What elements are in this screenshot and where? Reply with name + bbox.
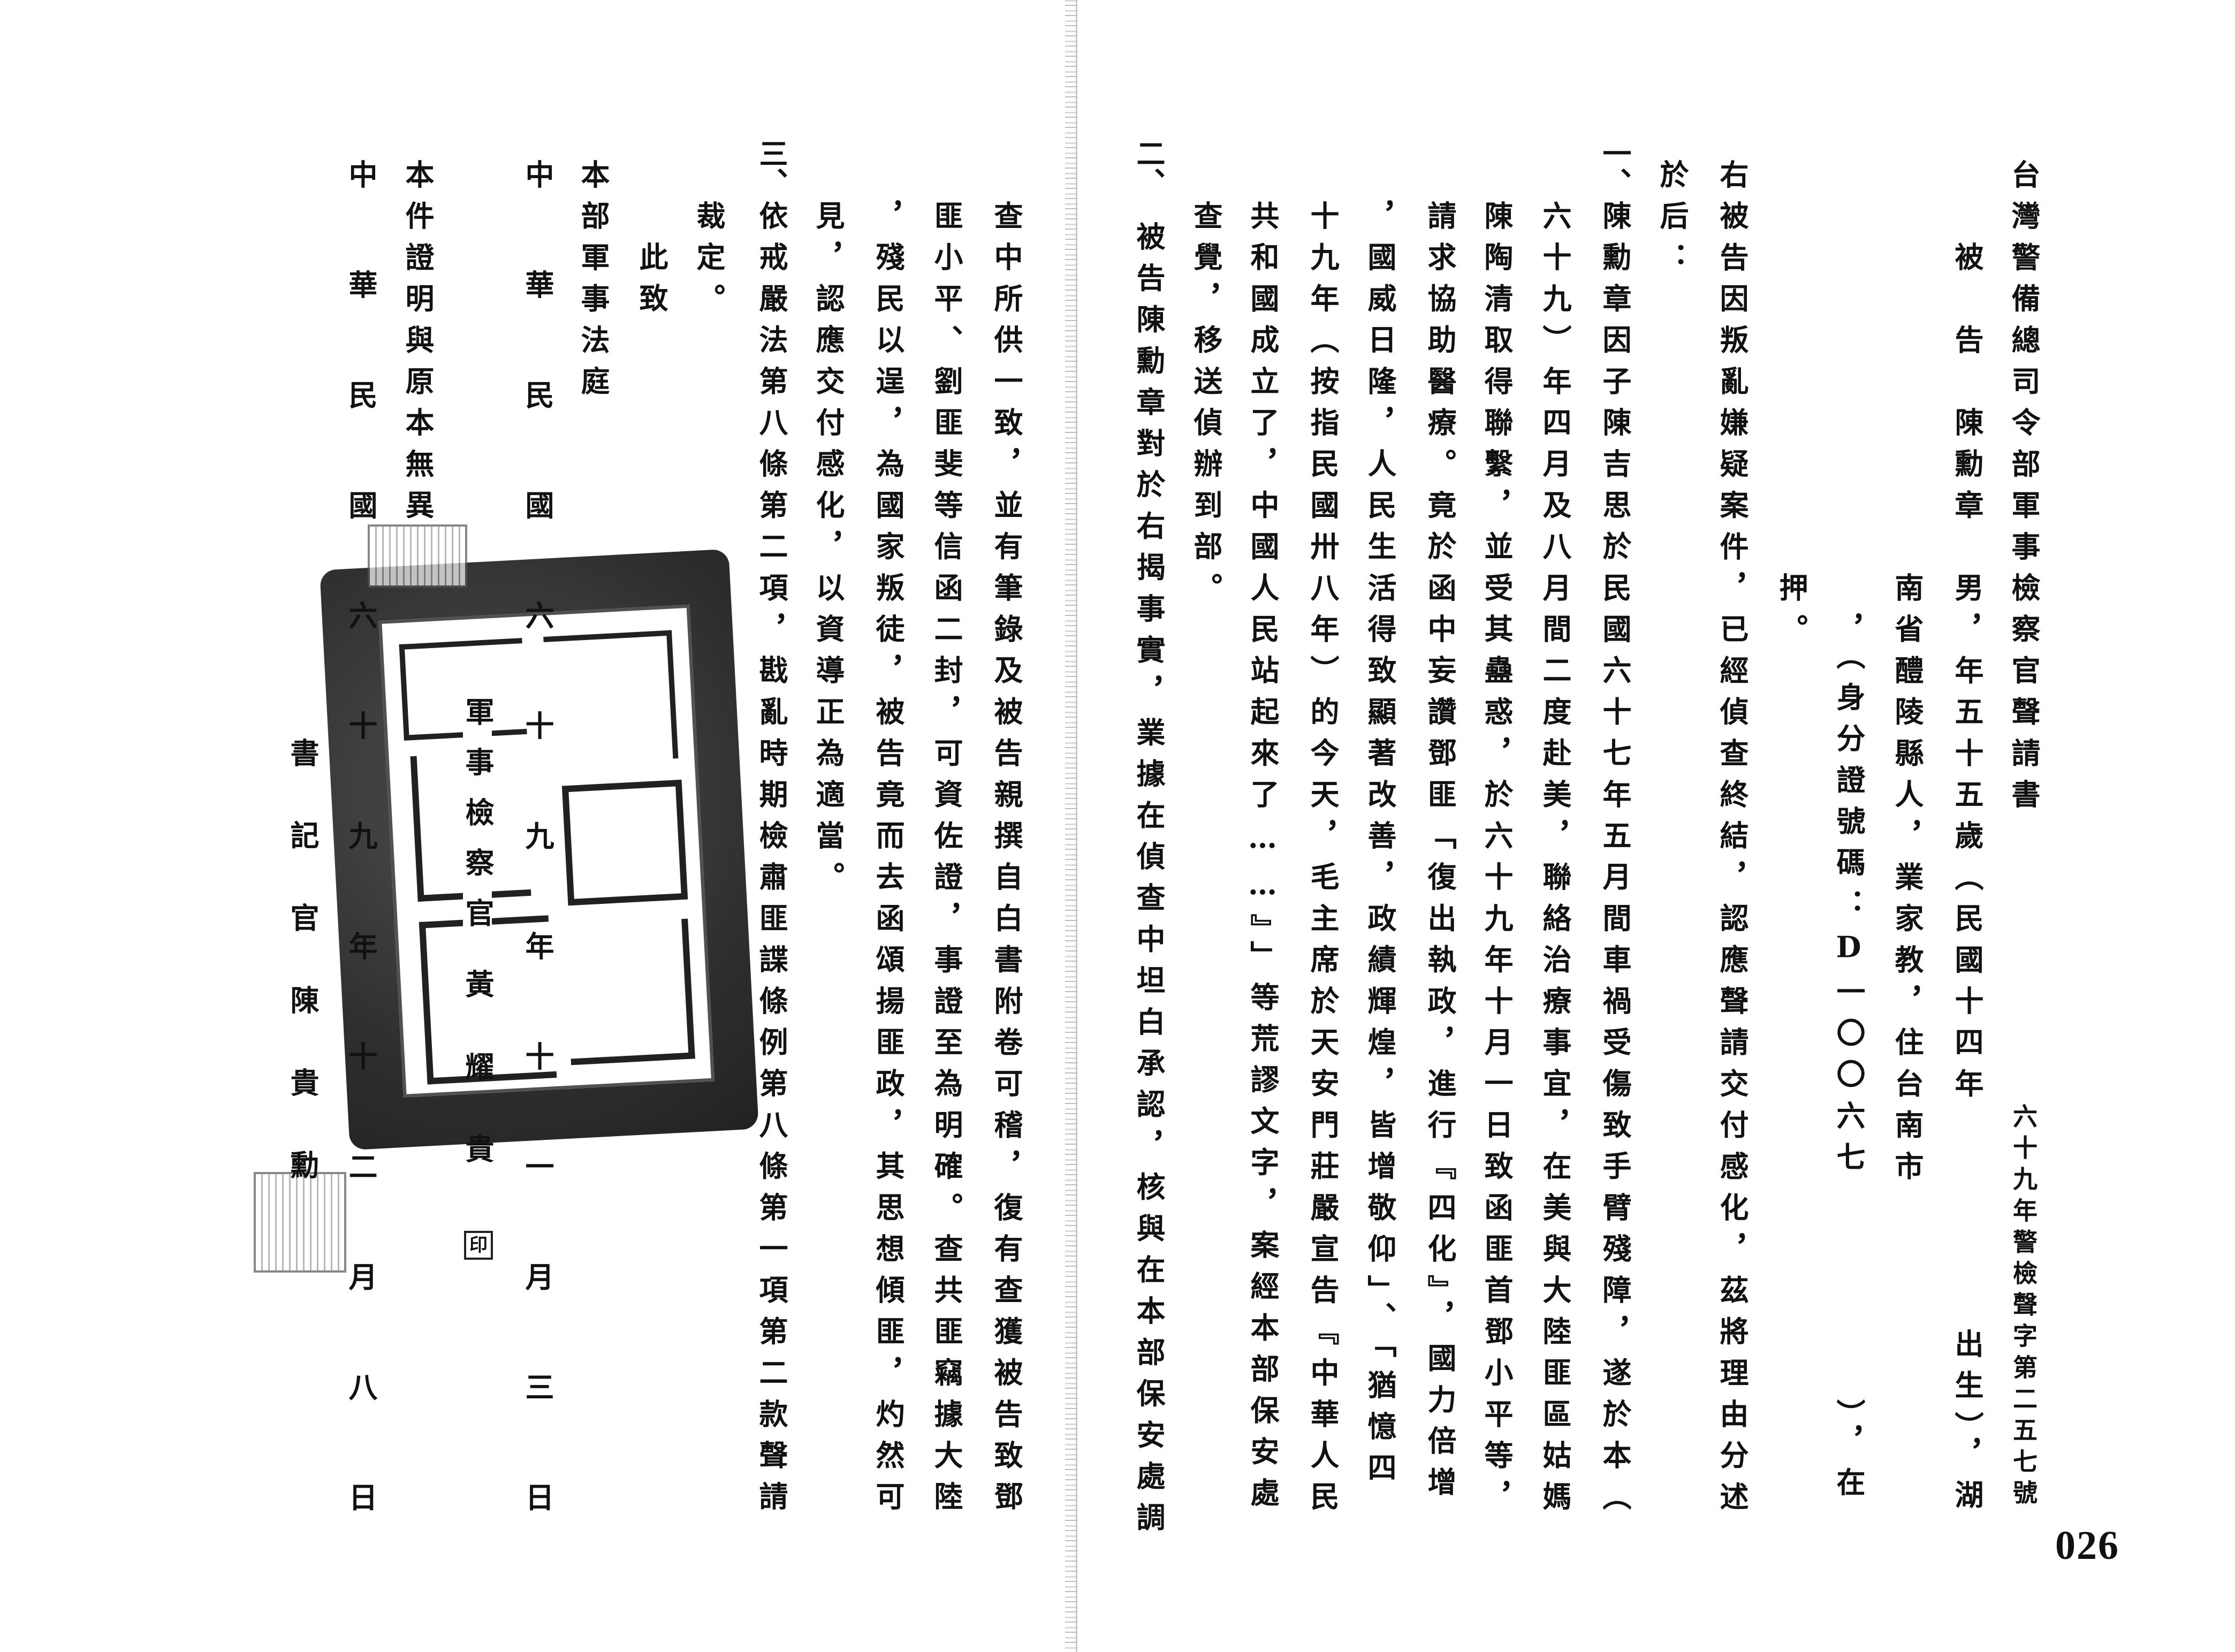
defendant-info-line: 出生），湖	[1950, 1328, 1984, 1521]
book-gutter-line	[1076, 0, 1077, 1652]
recipient: 本部軍事法庭	[576, 159, 610, 408]
certification-date: 中華民國六十九年十二月八日	[344, 159, 378, 1593]
seal-glyph-stroke	[564, 918, 695, 1065]
intro-line: 右被告因叛亂嫌疑案件，已經偵查終結，認應聲請交付感化，茲將理由分述	[1715, 159, 1749, 1523]
body-line: 共和國成立了，中國人民站起來了……』」等荒謬文字，案經本部保安處	[1245, 201, 1280, 1519]
body-line: 陳勳章因子陳吉思於民國六十七年五月間車禍受傷致手臂殘障，遂於本（	[1598, 201, 1632, 1523]
section-numeral: 三、	[754, 139, 788, 197]
document-number: 六十九年警檢聲字第二五七號	[2009, 1103, 2038, 1511]
seal-glyph-stroke	[561, 779, 688, 906]
defendant-name: 陳勳章	[1950, 407, 1984, 531]
defendant-info-line: ，（身分證號碼：D一〇〇六七	[1831, 614, 1866, 1183]
section-numeral: 二、	[1131, 139, 1166, 197]
body-line: ，殘民以逞，為國家叛徒，被告竟而去函頌揚匪政，其思想傾匪，灼然可	[871, 201, 905, 1523]
salutation: 此致	[634, 242, 668, 325]
body-line: 被告陳勳章對於右揭事實，業據在偵查中坦白承認，核與在本部保安處調	[1131, 221, 1166, 1544]
book-gutter	[1065, 0, 1077, 1652]
filing-date: 中華民國六十九年十一月三日	[520, 159, 554, 1593]
defendant-info-line: ），在	[1831, 1399, 1866, 1509]
document-title: 台灣警備總司令部軍事檢察官聲請書	[2006, 159, 2041, 821]
signature-seal-mark: 印	[464, 1231, 493, 1260]
clerk-signature: 書記官陳貴勳	[285, 737, 320, 1232]
defendant-label: 被 告	[1950, 242, 1984, 366]
signer-name: 黃耀貴	[460, 969, 495, 1217]
body-line: 見，認應交付感化，以資導正為適當。	[811, 201, 845, 903]
body-line: 查中所供一致，並有筆錄及被告親撰自白書附卷可稽，復有查獲被告致鄧	[989, 201, 1023, 1523]
small-name-stamp	[368, 524, 467, 588]
body-line: 陳陶清取得聯繫，並受其蠱惑，於六十九年十月一日致函匪首鄧小平等，	[1479, 201, 1514, 1523]
intro-line: 於后：	[1655, 159, 1689, 284]
defendant-info-line: 南省醴陵縣人，業家教，住台南市	[1890, 573, 1924, 1192]
page-number: 026	[2055, 1523, 2119, 1568]
body-line: 匪小平、劉匪斐等信函二封，可資佐證，事證至為明確。查共匪竊據大陸	[929, 201, 963, 1523]
certification-text: 本件證明與原本無異	[400, 159, 435, 531]
defendant-info-line: 押。	[1774, 573, 1808, 656]
body-line: 依戒嚴法第八條第二項，戡亂時期檢肅匪諜條例第八條第一項第二款聲請	[754, 201, 788, 1523]
body-line: ，國威日隆，人民生活得致顯著改善，政績輝煌，皆增敬仰」、「猶憶四	[1363, 201, 1397, 1494]
body-line: 查覺，移送偵辦到部。	[1189, 201, 1223, 614]
body-line: 十九年（按指民國卅八年）的今天，毛主席於天安門莊嚴宣告『中華人民	[1305, 201, 1340, 1523]
body-line: 請求協助醫療。竟於函中妄讚鄧匪「復出執政，進行『四化』，國力倍增	[1423, 201, 1457, 1509]
body-line: 六十九）年四月及八月間二度赴美，聯絡治療事宜，在美與大陸匪區姑媽	[1538, 201, 1572, 1523]
signer-title: 軍事檢察官	[460, 696, 495, 948]
defendant-info-line: 男，年五十五歲（民國十四年	[1950, 573, 1984, 1110]
section-numeral: 一、	[1598, 139, 1632, 197]
body-line: 裁定。	[691, 201, 726, 325]
seal-glyph-stroke	[543, 630, 679, 765]
clerk-name-stamp	[254, 1172, 346, 1273]
